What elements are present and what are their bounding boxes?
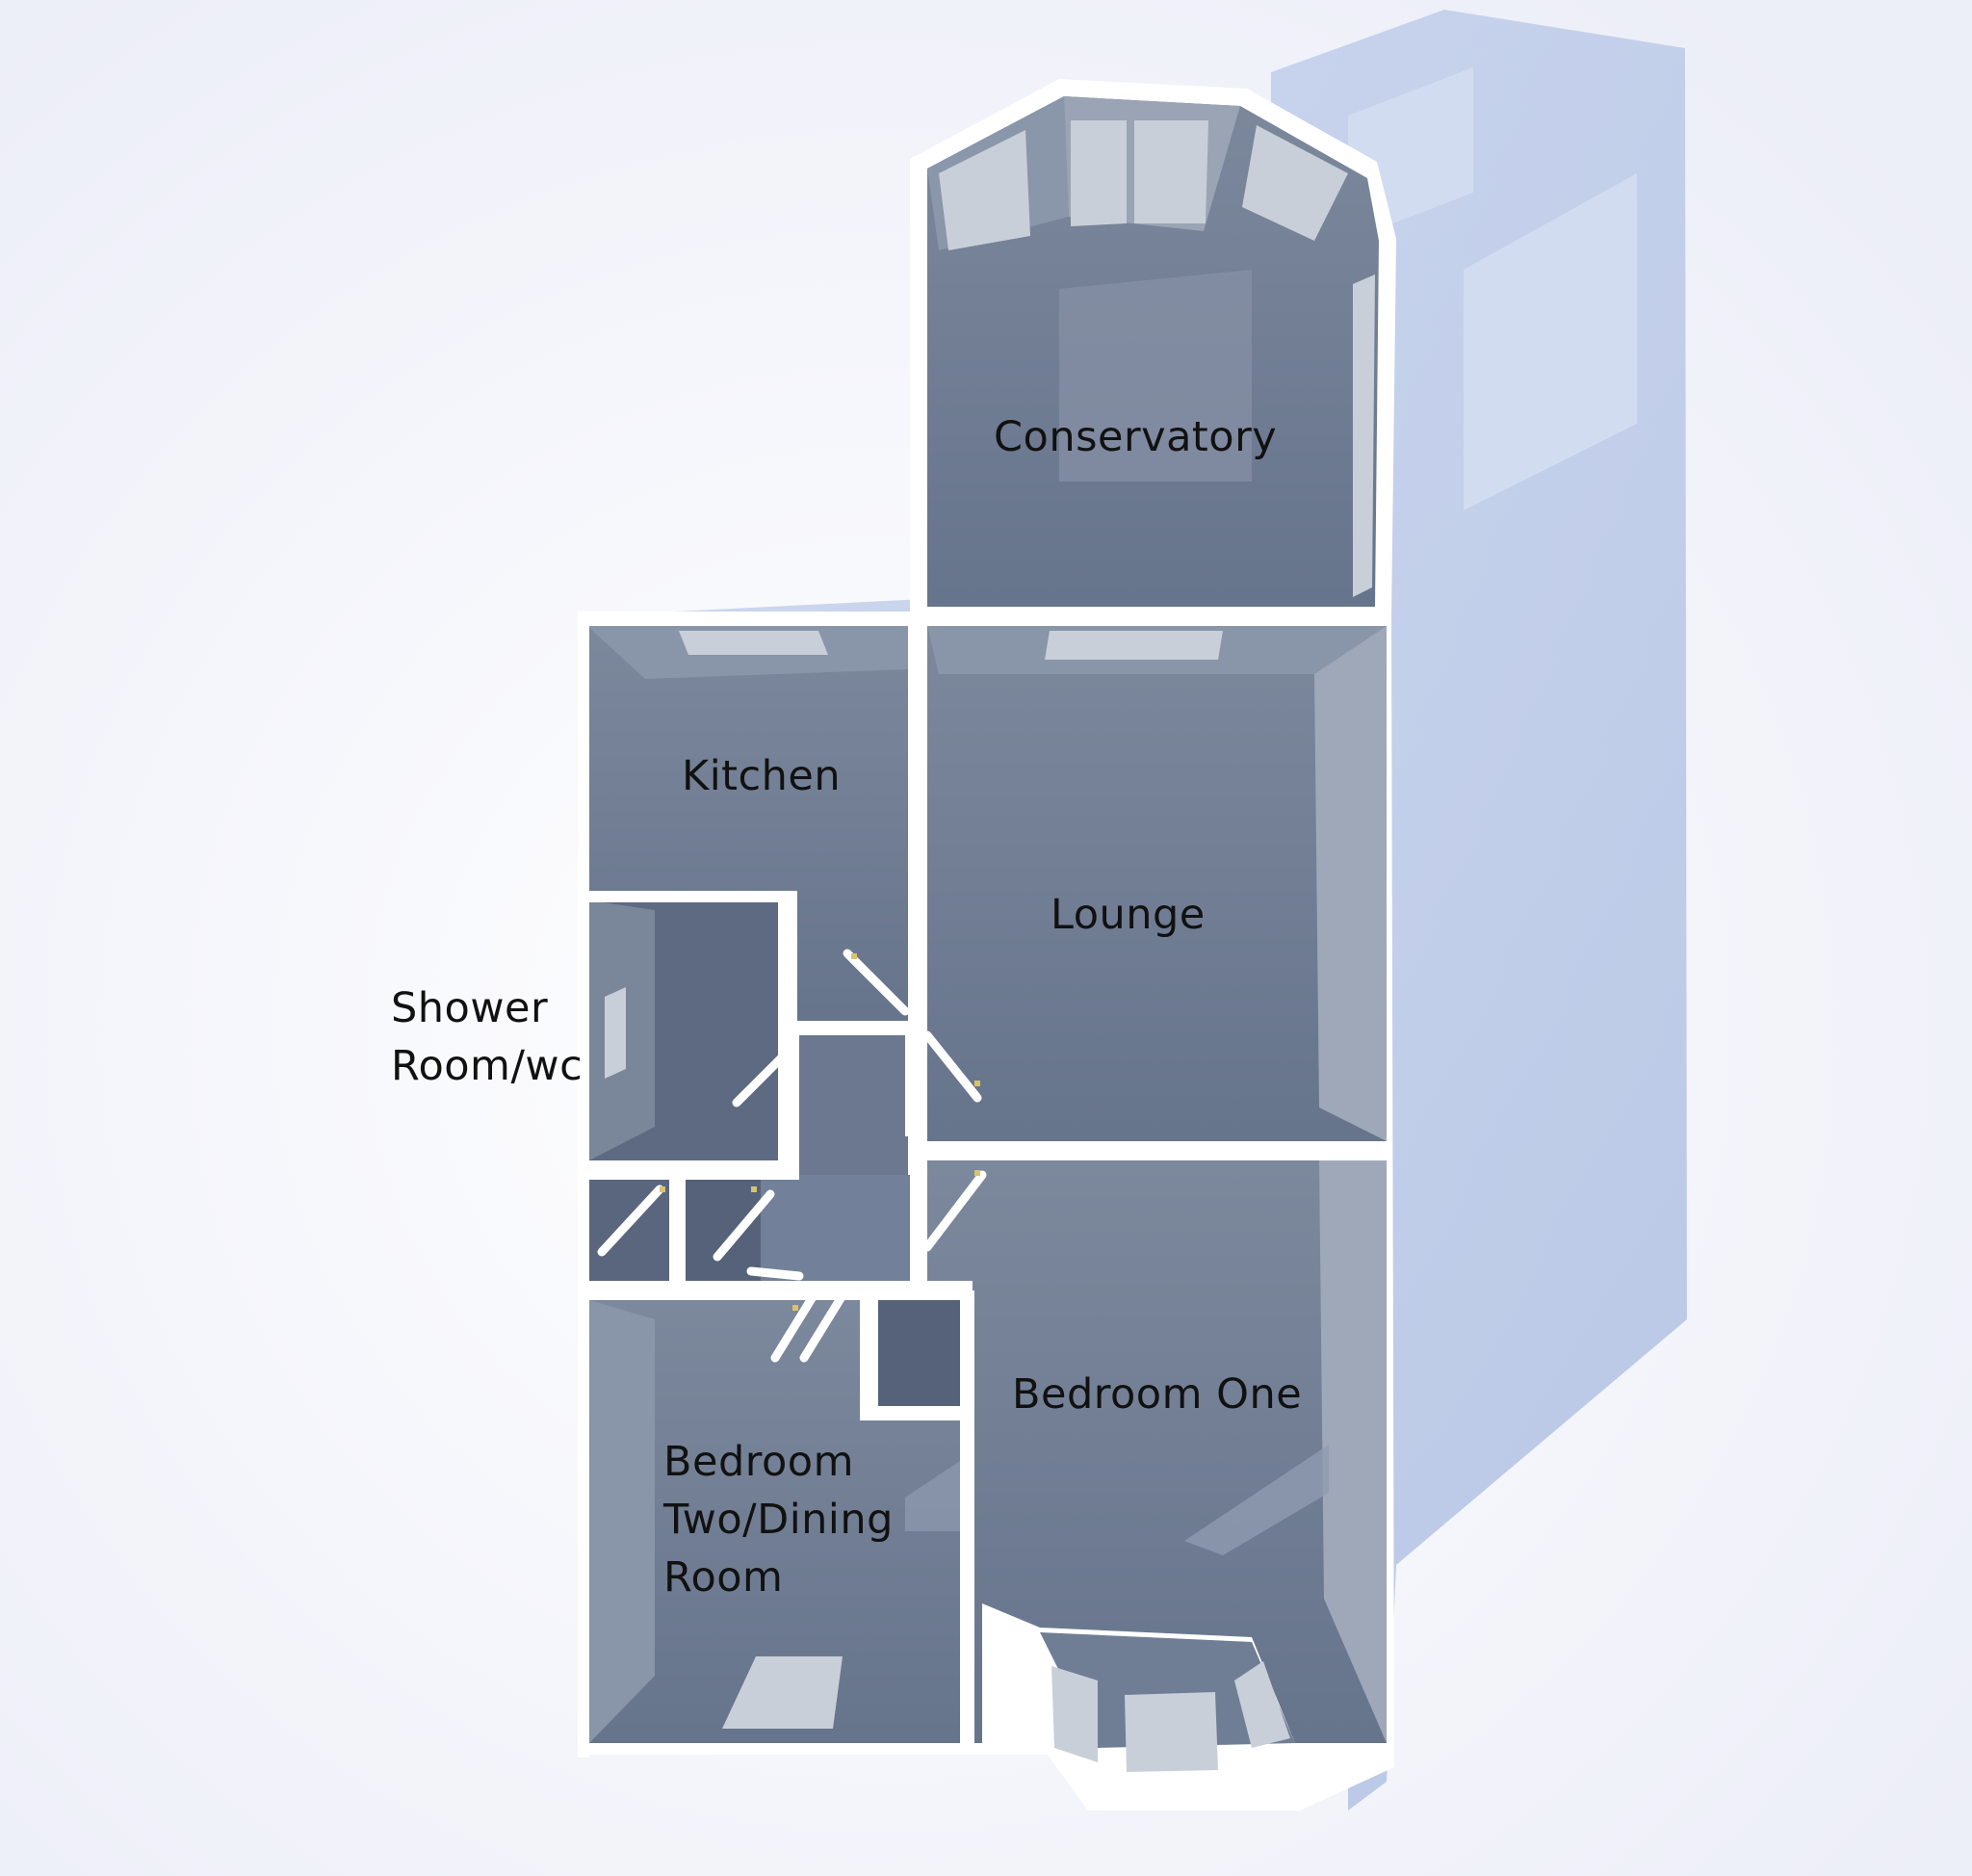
bedroom-two-floor [589, 1300, 960, 1743]
door-leaves [597, 949, 987, 1363]
lounge-floor [927, 626, 1387, 1141]
bedroom-two-back-wall [589, 1300, 655, 1743]
cupboard-3-floor [878, 1300, 965, 1406]
bedroom-one-bay-window-3 [1234, 1661, 1290, 1748]
room-label-line: Shower [391, 984, 549, 1032]
shower-window [605, 987, 626, 1079]
room-label-line: Room/wc [391, 1042, 584, 1090]
cupboard-2-floor [686, 1180, 761, 1281]
conservatory-window-4 [1242, 125, 1348, 241]
room-label-line: Lounge [1051, 891, 1206, 939]
bedroom-one-right-wall [1319, 1160, 1387, 1743]
room-label-bedroom-one: Bedroom One [1012, 1366, 1302, 1423]
bedroom-one-floor [927, 1160, 1387, 1743]
kitchen-floor [587, 626, 908, 1021]
shadow-window-2 [1464, 173, 1637, 510]
interior-walls [578, 612, 1387, 1758]
bedroom-one-light-patch [1184, 1445, 1329, 1555]
room-label-shower-room: Shower Room/wc [391, 979, 583, 1095]
bedroom-two-window [722, 1656, 843, 1729]
room-label-lounge: Lounge [1051, 886, 1206, 944]
room-label-conservatory: Conservatory [994, 408, 1277, 466]
room-label-line: Room [663, 1553, 784, 1602]
lounge-right-wall [1314, 626, 1387, 1141]
conservatory-window-3 [1134, 120, 1208, 223]
hallway-floor-2 [751, 1175, 910, 1286]
building-shadow [578, 10, 1687, 1811]
room-label-kitchen: Kitchen [682, 747, 841, 805]
conservatory-window-2 [1071, 120, 1127, 226]
room-label-line: Bedroom One [1012, 1370, 1303, 1419]
room-label-line: Two/Dining [663, 1496, 894, 1544]
bedroom-one-bay-floor [1040, 1632, 1295, 1748]
room-label-line: Conservatory [994, 413, 1278, 461]
conservatory-window-5 [1353, 274, 1375, 597]
bedroom-one-bay-window-1 [1051, 1666, 1098, 1762]
door-handles [660, 953, 980, 1311]
conservatory-window-1 [939, 130, 1030, 250]
room-label-bedroom-two: Bedroom Two/Dining Room [663, 1433, 894, 1606]
bedroom-one-bay-window-2 [1125, 1692, 1218, 1772]
kitchen-window [679, 631, 828, 655]
room-label-line: Bedroom [663, 1438, 854, 1486]
conservatory-light [1059, 270, 1252, 482]
room-label-line: Kitchen [682, 752, 842, 800]
bedroom-two-light-patch [905, 1459, 963, 1531]
lounge-window [1045, 631, 1223, 660]
